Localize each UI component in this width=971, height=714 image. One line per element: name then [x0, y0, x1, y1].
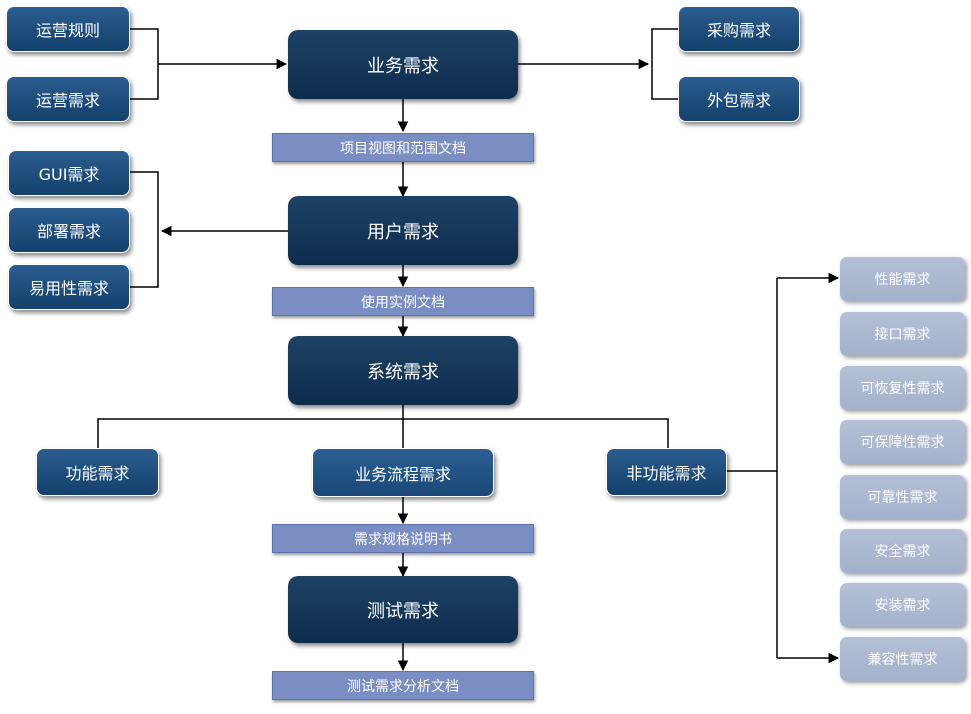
system-requirements-box: 系统需求 — [288, 336, 518, 405]
nonfunctional-item-box: 可靠性需求 — [840, 475, 965, 519]
user-output-box: 部署需求 — [8, 207, 130, 253]
nonfunctional-item-box: 可恢复性需求 — [840, 366, 965, 410]
business-requirements-box: 业务需求 — [288, 30, 518, 99]
nonfunctional-item-box: 接口需求 — [840, 312, 965, 356]
nonfunctional-item-box: 兼容性需求 — [840, 637, 965, 681]
test-requirements-box: 测试需求 — [288, 576, 518, 643]
business-output-box: 外包需求 — [678, 76, 800, 122]
nonfunctional-item-box: 安装需求 — [840, 583, 965, 627]
system-branch-box: 业务流程需求 — [312, 448, 494, 497]
spec-document-bar: 需求规格说明书 — [272, 524, 534, 553]
system-branch-box: 功能需求 — [36, 448, 159, 496]
user-output-box: GUI需求 — [8, 150, 130, 196]
business-input-box: 运营需求 — [6, 76, 130, 122]
business-output-box: 采购需求 — [678, 6, 800, 52]
usecase-document-bar: 使用实例文档 — [272, 287, 534, 316]
nonfunctional-item-box: 性能需求 — [840, 257, 965, 301]
nonfunctional-item-box: 安全需求 — [840, 529, 965, 573]
user-requirements-box: 用户需求 — [288, 196, 518, 265]
scope-document-bar: 项目视图和范围文档 — [272, 133, 534, 162]
user-output-box: 易用性需求 — [8, 264, 130, 310]
business-input-box: 运营规则 — [6, 6, 130, 52]
test-analysis-document-bar: 测试需求分析文档 — [272, 671, 534, 700]
nonfunctional-item-box: 可保障性需求 — [840, 420, 965, 464]
system-branch-box: 非功能需求 — [606, 448, 727, 496]
